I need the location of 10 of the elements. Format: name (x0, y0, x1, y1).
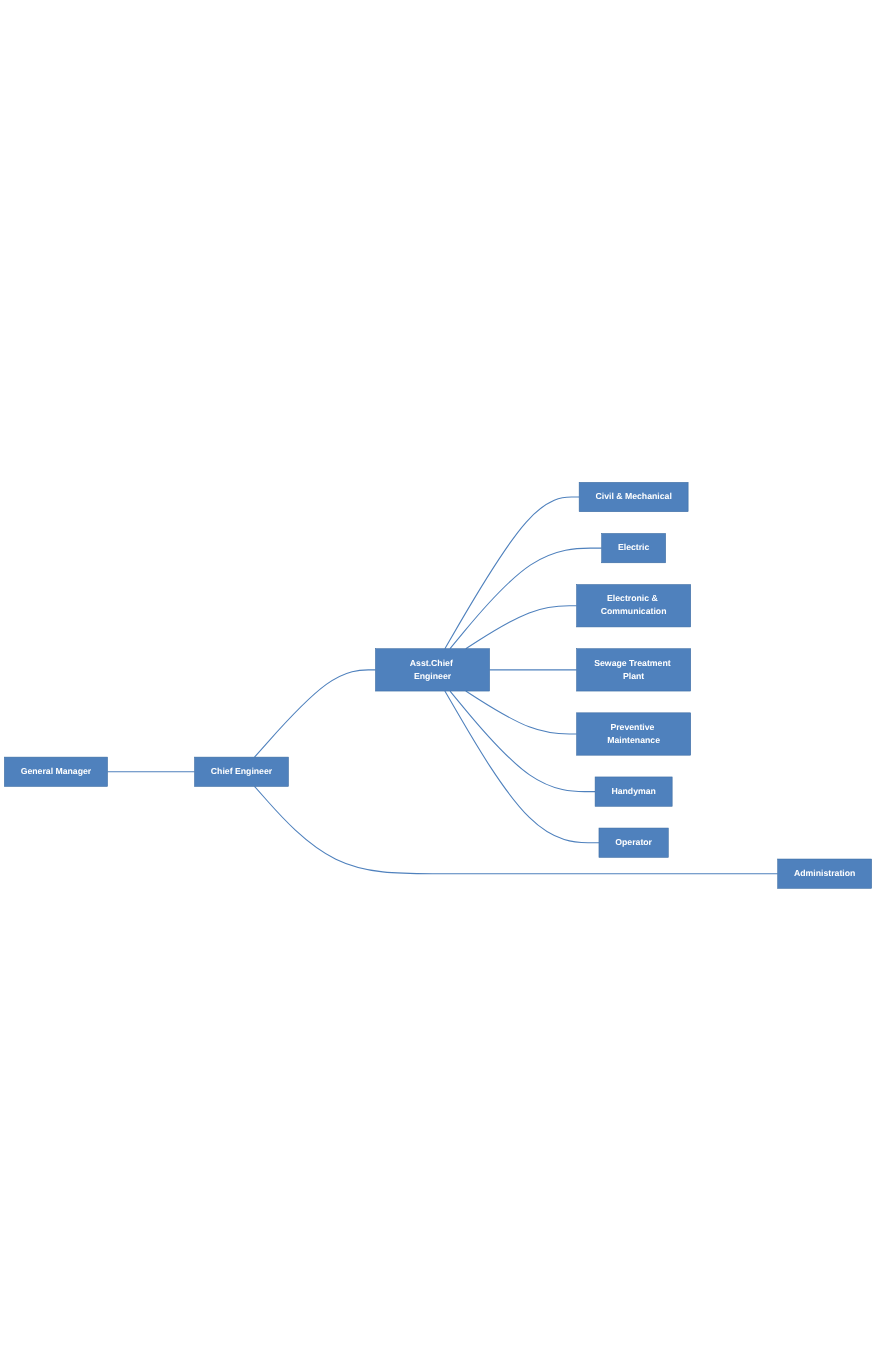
connector (444, 497, 580, 650)
connector (107, 771, 196, 773)
connector (449, 691, 596, 793)
connector (253, 669, 376, 759)
connector (489, 669, 578, 672)
connector (465, 605, 578, 650)
connector (449, 548, 603, 650)
connector (465, 691, 578, 736)
connector (253, 786, 779, 875)
connector (444, 691, 600, 844)
